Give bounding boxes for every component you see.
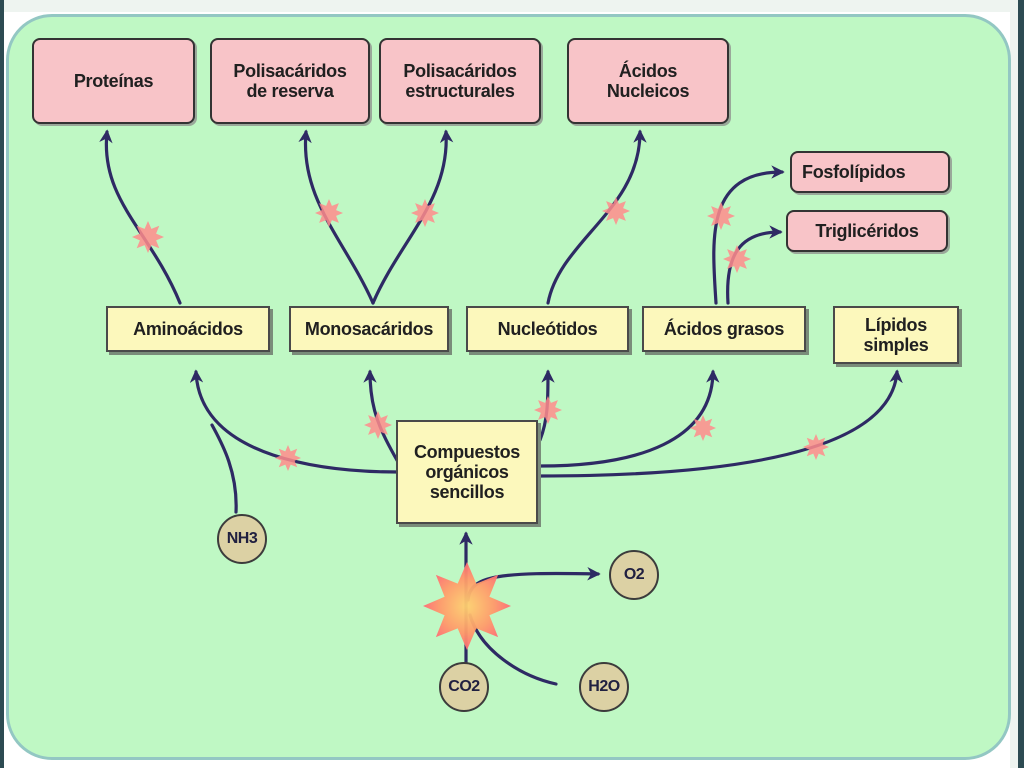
label-co2: CO2 (448, 678, 480, 695)
box-aminoacidos: Aminoácidos (106, 306, 270, 352)
label-nh3: NH3 (226, 530, 258, 547)
left-edge-strip (0, 0, 4, 768)
molecule-o2: O2 (609, 550, 659, 600)
arrow-nucleotidos-acidos-nucleicos (546, 129, 647, 305)
energy-star-icon (275, 445, 301, 471)
label-monosacaridos: Monosacáridos (304, 318, 434, 339)
energy-star-icon (411, 199, 439, 227)
energy-star-icon (534, 396, 562, 424)
energy-stars (132, 197, 829, 650)
energy-star-icon (132, 221, 164, 253)
molecule-h2o: H2O (579, 662, 629, 712)
label-compuestos-organicos-sencillos: Compuestos orgánicos sencillos (413, 441, 520, 503)
right-edge-strip (1018, 0, 1024, 768)
label-trigliceridos: Triglicéridos (815, 220, 919, 241)
energy-star-icon (315, 199, 343, 227)
box-compuestos-organicos-sencillos: Compuestos orgánicos sencillos (396, 420, 538, 524)
box-acidos-grasos: Ácidos grasos (642, 306, 806, 352)
label-lipidos-simples: Lípidos simples (863, 314, 929, 355)
label-acidos-nucleicos: Ácidos Nucleicos (606, 60, 690, 101)
arrow-aminoacidos-proteinas (99, 129, 182, 305)
energy-star-icon (707, 202, 735, 230)
molecule-co2: CO2 (439, 662, 489, 712)
box-polisacaridos-reserva: Polisacáridos de reserva (210, 38, 370, 124)
arrow-compuestos-lipidos-simples (538, 369, 903, 478)
box-fosfolipidos: Fosfolípidos (790, 151, 950, 193)
arrow-compuestos-aminoacidos (189, 369, 400, 474)
label-polisacaridos-estructurales: Polisacáridos estructurales (403, 60, 517, 101)
label-nucleotidos: Nucleótidos (497, 318, 598, 339)
arrow-compuestos-acidos-grasos (538, 369, 720, 468)
energy-star-icon (803, 434, 829, 460)
label-h2o: H2O (588, 678, 620, 695)
label-proteinas: Proteínas (73, 70, 154, 91)
label-polisacaridos-reserva: Polisacáridos de reserva (233, 60, 347, 101)
label-o2: O2 (623, 566, 645, 583)
box-monosacaridos: Monosacáridos (289, 306, 449, 352)
box-trigliceridos: Triglicéridos (786, 210, 948, 252)
right-margin (1010, 0, 1018, 768)
box-polisacaridos-estructurales: Polisacáridos estructurales (379, 38, 541, 124)
box-acidos-nucleicos: Ácidos Nucleicos (567, 38, 729, 124)
top-margin (4, 0, 1010, 12)
energy-star-icon (602, 197, 630, 225)
energy-star-icon (723, 245, 751, 273)
box-nucleotidos: Nucleótidos (466, 306, 629, 352)
molecule-nh3: NH3 (217, 514, 267, 564)
arrow-monosacaridos-reserva (298, 129, 375, 305)
label-fosfolipidos: Fosfolípidos (802, 161, 906, 182)
energy-star-icon (364, 411, 392, 439)
line-nh3-join (210, 423, 238, 514)
label-acidos-grasos: Ácidos grasos (663, 318, 785, 339)
energy-star-icon (690, 415, 716, 441)
box-proteinas: Proteínas (32, 38, 195, 124)
energy-star-icon (423, 562, 511, 650)
box-lipidos-simples: Lípidos simples (833, 306, 959, 364)
arrow-monosacaridos-estructurales (371, 129, 454, 305)
arrow-acidos-grasos-fosfolipidos (712, 165, 785, 305)
diagram-panel (6, 14, 1011, 760)
label-aminoacidos: Aminoácidos (133, 318, 243, 339)
